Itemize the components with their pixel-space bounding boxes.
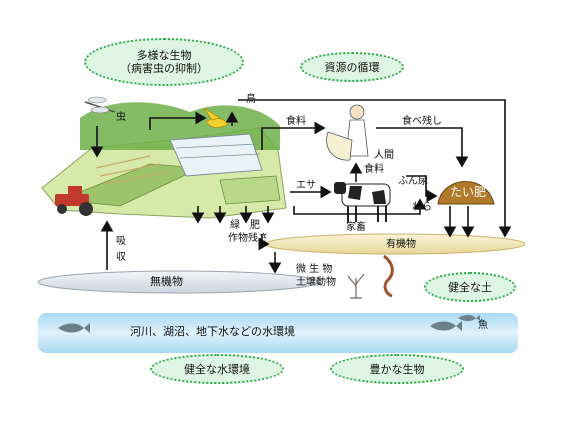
compost-heap-icon xyxy=(437,181,495,205)
diversity-title: 多様な生物 xyxy=(136,49,192,62)
straw-label: わら xyxy=(412,202,432,213)
inorganic-label: 無機物 xyxy=(150,275,183,288)
seedling-icon xyxy=(347,273,365,299)
inorganic-band xyxy=(37,270,319,294)
dragonfly-icon xyxy=(84,96,116,114)
tractor-icon xyxy=(55,186,93,216)
diversity-subtitle: （病害虫の抑制） xyxy=(120,62,208,75)
cycle-arrows xyxy=(90,99,512,274)
diversity-bubble: 多様な生物 （病害虫の抑制） xyxy=(84,38,244,86)
resource-cycle-label: 資源の循環 xyxy=(324,60,380,74)
rich-life-label: 豊かな生物 xyxy=(369,362,425,376)
compost-label: たい肥 xyxy=(450,185,487,199)
livestock-label: 家畜 xyxy=(346,222,366,233)
feed-label: エサ xyxy=(296,180,316,191)
healthy-water-bubble: 健全な水環境 xyxy=(150,354,284,384)
organic-matter-label: 有機物 xyxy=(386,239,416,250)
healthy-water-label: 健全な水環境 xyxy=(184,362,250,376)
worm-icon xyxy=(383,254,394,298)
food2-label: 食料 xyxy=(364,164,384,175)
bird-icon xyxy=(203,107,229,128)
rich-life-bubble: 豊かな生物 xyxy=(330,354,464,384)
water-environment-label: 河川、湖沼、地下水などの水環境 xyxy=(130,325,295,338)
resource-cycle-bubble: 資源の循環 xyxy=(300,52,404,82)
microbes-label: 微 生 物 xyxy=(296,264,333,275)
crop-residue-label: 作物残さ xyxy=(228,233,268,244)
green-manure-label: 緑 肥 xyxy=(230,220,260,231)
fish-label: 魚 xyxy=(478,320,488,331)
bird-label: 鳥 xyxy=(246,94,256,105)
water-environment-band xyxy=(38,313,518,353)
leftovers-label: 食べ残し xyxy=(402,116,442,127)
manure-label: ふん尿 xyxy=(398,176,428,187)
food-label: 食料 xyxy=(286,116,306,127)
healthy-soil-bubble: 健全な土 xyxy=(424,272,516,302)
person-icon xyxy=(326,104,369,161)
absorption-label-2: 収 xyxy=(116,252,126,263)
human-label: 人間 xyxy=(374,150,394,161)
healthy-soil-label: 健全な土 xyxy=(448,280,492,294)
absorption-label-1: 吸 xyxy=(116,236,126,247)
cow-icon xyxy=(334,182,391,222)
fish-icon xyxy=(58,315,480,333)
insect-label: 虫 xyxy=(116,112,126,123)
soil-animals-label: 土壌動物 xyxy=(296,277,336,288)
